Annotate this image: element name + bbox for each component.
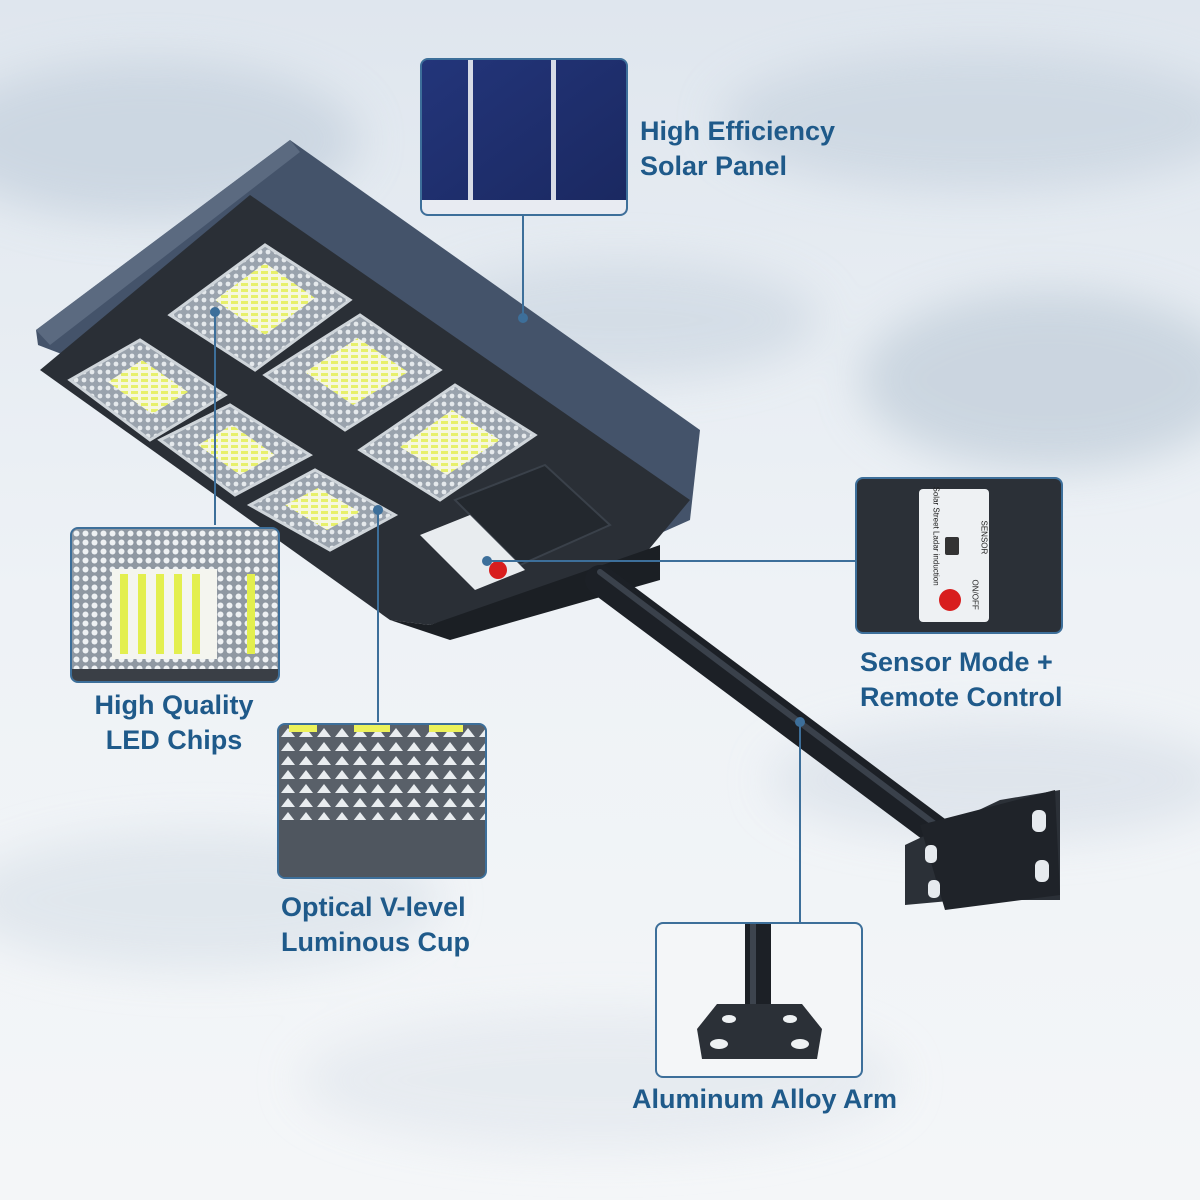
led-module-5: [357, 383, 538, 502]
on-off-button[interactable]: [939, 589, 961, 611]
sensor-label: Sensor Mode + Remote Control: [860, 647, 1063, 712]
led-module-2: [67, 338, 228, 442]
luminous-cup-inset: [277, 723, 487, 879]
mounting-bracket-icon: [697, 924, 822, 1059]
pole-arm: [585, 565, 1060, 910]
sensor-plate: Solar Street Ladar induction SENSOR ON/O…: [919, 487, 989, 622]
led-module-6: [246, 468, 399, 552]
led-chip-closeup-icon: [72, 529, 278, 681]
control-box: [453, 463, 612, 567]
on-off-label: ON/OFF: [970, 579, 980, 610]
arm-label: Aluminum Alloy Arm: [632, 1084, 898, 1114]
sensor-mode-label: SENSOR: [979, 520, 989, 555]
luminous-cup-label: Optical V-level Luminous Cup: [281, 892, 470, 957]
solar-cells-icon: [422, 60, 626, 214]
led-chips-label: High Quality LED Chips: [94, 690, 254, 755]
lamp-sensor-plate: [420, 515, 525, 590]
luminous-cup-closeup-icon: [279, 725, 485, 877]
sensor-window: [945, 537, 959, 555]
arm-inset: [655, 922, 863, 1078]
led-module-3: [262, 313, 443, 432]
led-chips-inset: [70, 527, 280, 683]
solar-panel-label: High Efficiency Solar Panel: [640, 116, 836, 181]
led-module-4: [157, 403, 313, 497]
leader-lines: [210, 215, 855, 922]
sensor-inset: Solar Street Ladar induction SENSOR ON/O…: [855, 477, 1063, 634]
solar-panel-inset: [420, 58, 628, 216]
